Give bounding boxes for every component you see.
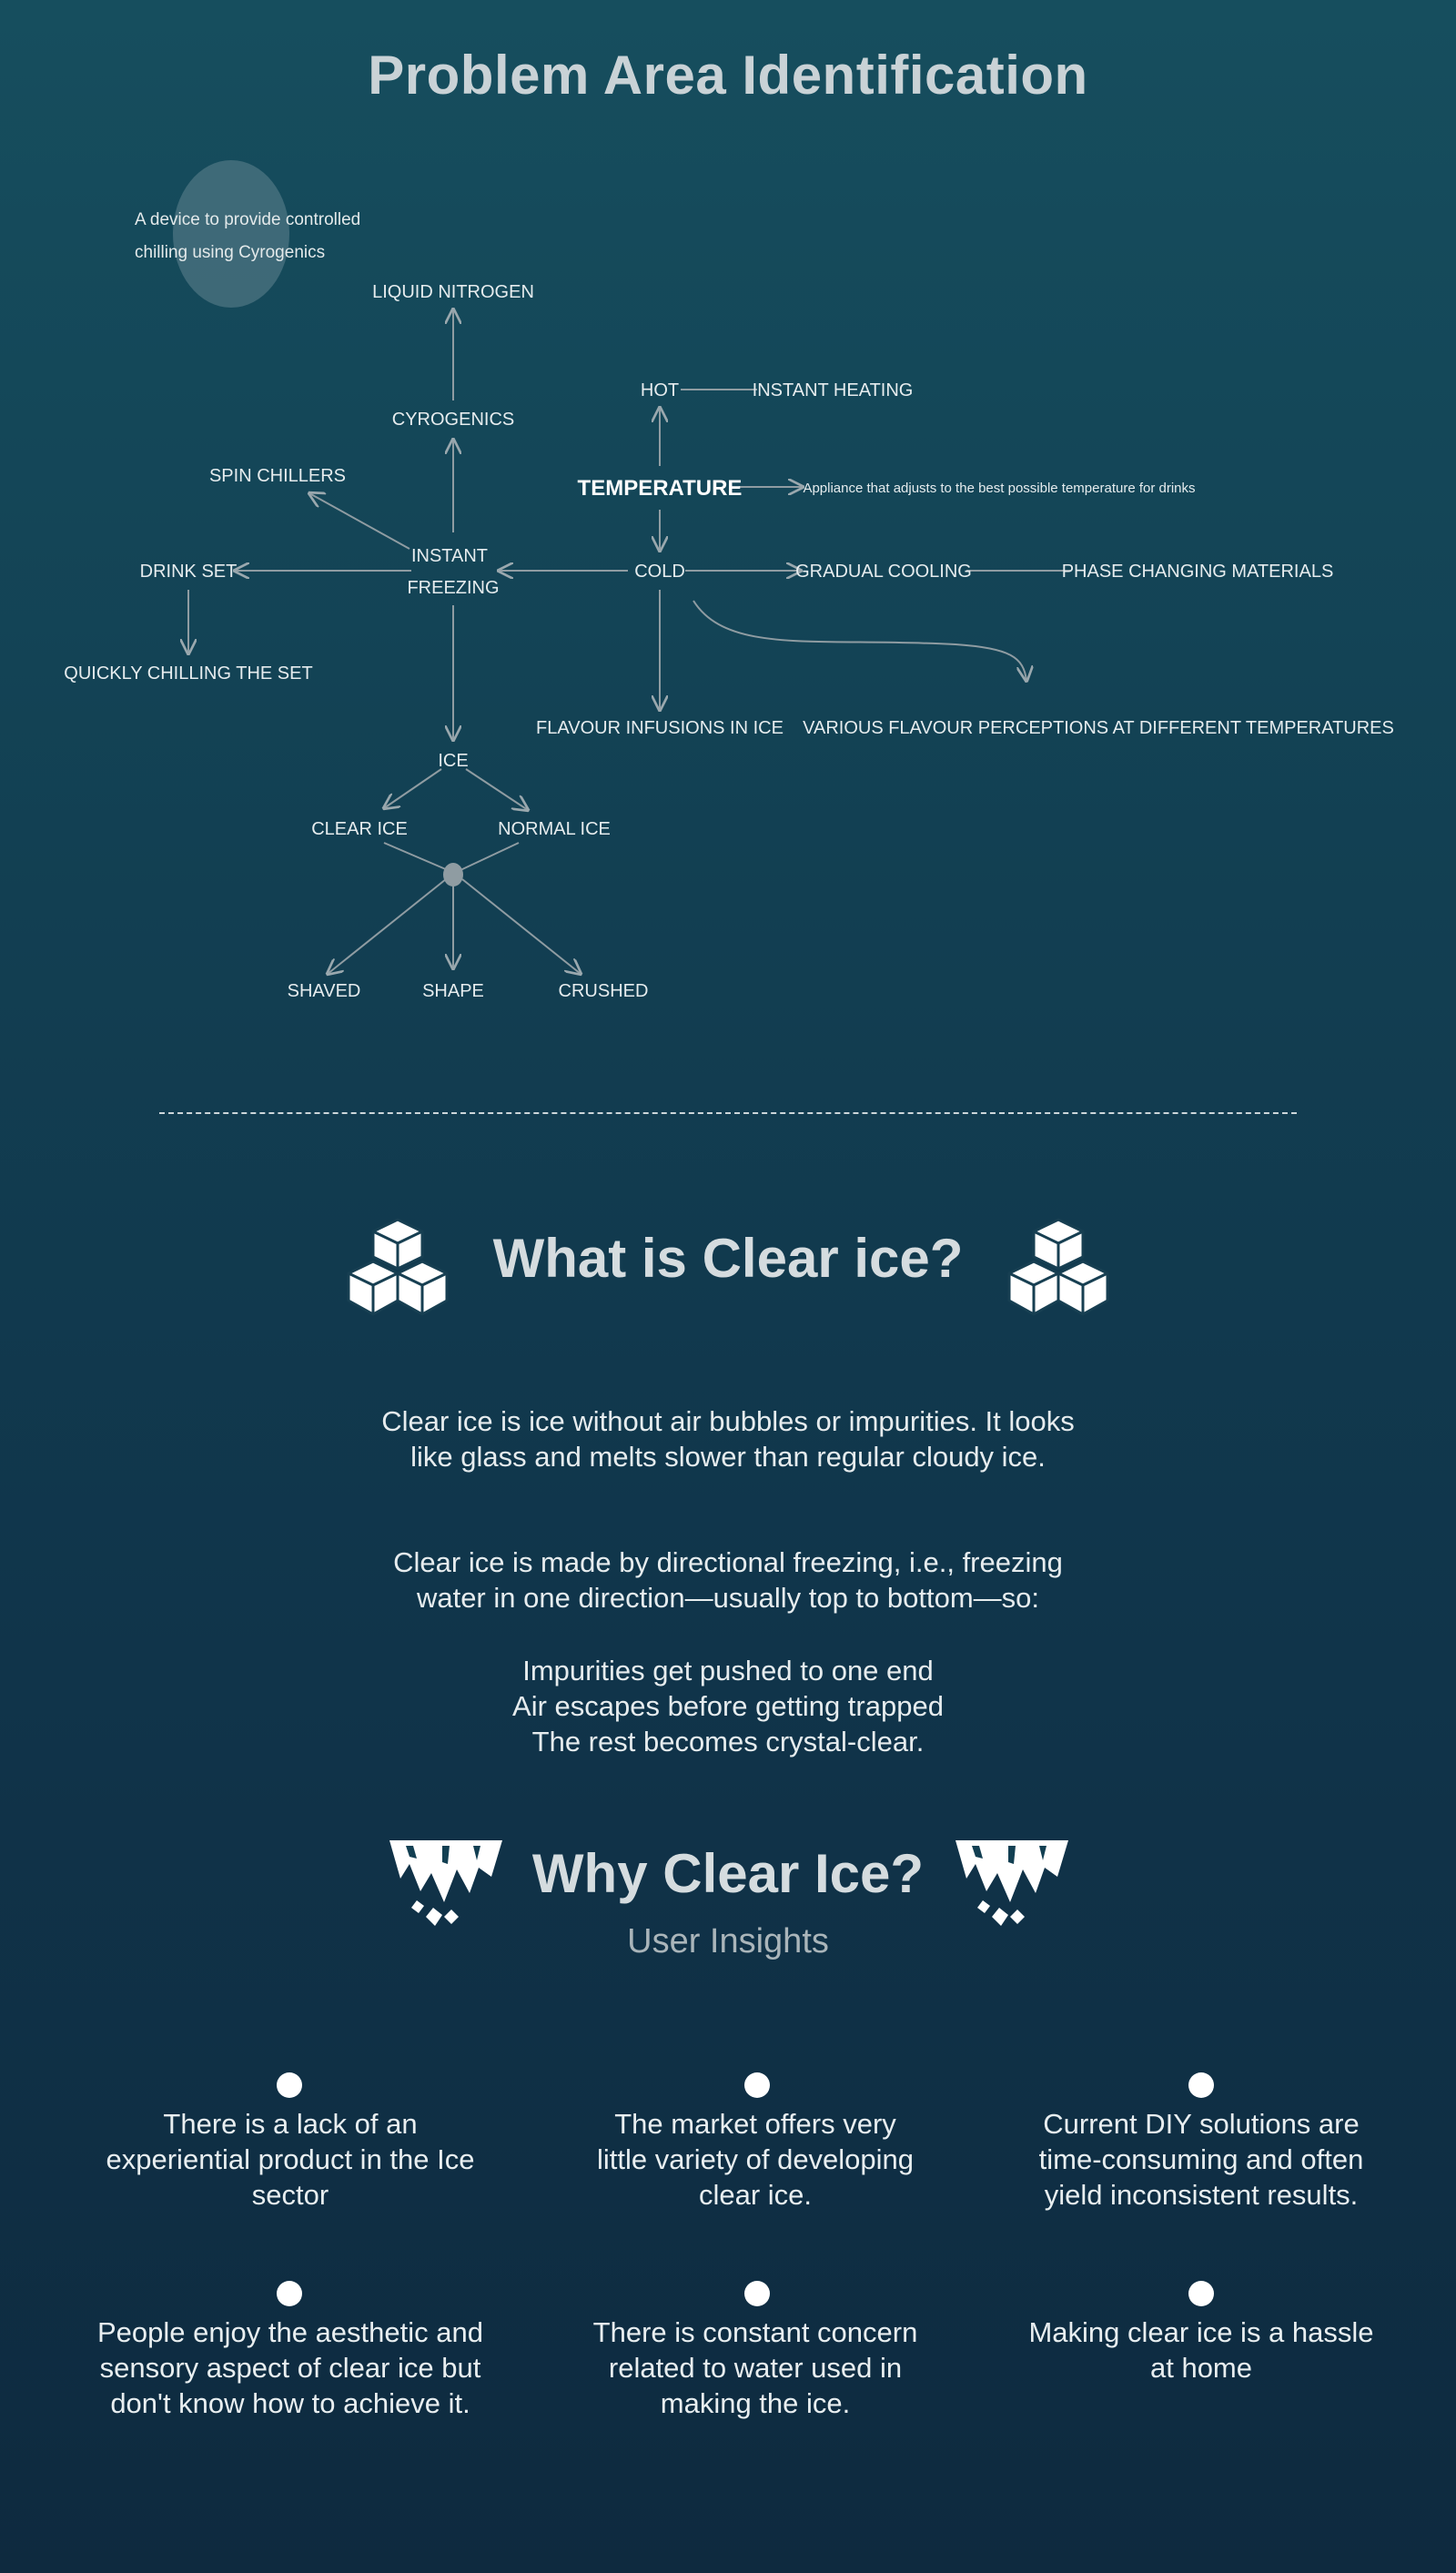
ice-cubes-icon xyxy=(347,1218,449,1316)
node-hot: HOT xyxy=(641,380,679,400)
node-liquid-nitrogen: LIQUID NITROGEN xyxy=(372,282,534,302)
why-subtitle: User Insights xyxy=(627,1922,829,1960)
why-title: Why Clear Ice? xyxy=(531,1843,925,1904)
icicle-icon xyxy=(389,1840,502,1926)
node-normal-ice: NORMAL ICE xyxy=(498,819,611,839)
ice-cubes-icon xyxy=(1007,1218,1109,1316)
section-divider xyxy=(159,1112,1297,1114)
node-phase-changing: PHASE CHANGING MATERIALS xyxy=(1062,562,1334,582)
insight-item: The market offers very little variety of… xyxy=(596,2108,915,2211)
insight-bullet xyxy=(277,2072,302,2098)
clear-ice-method: Clear ice is made by directional freezin… xyxy=(393,1546,1063,1614)
node-ice: ICE xyxy=(438,751,468,771)
edge-ice-normal xyxy=(465,768,528,810)
node-various-flavour: VARIOUS FLAVOUR PERCEPTIONS AT DIFFERENT… xyxy=(803,718,1394,738)
ice-hub-dot xyxy=(443,863,463,886)
point-item: Air escapes before getting trapped xyxy=(512,1690,944,1722)
node-temperature: TEMPERATURE xyxy=(578,476,743,501)
node-flavour-infusions: FLAVOUR INFUSIONS IN ICE xyxy=(536,718,784,738)
node-appliance: Appliance that adjusts to the best possi… xyxy=(803,481,1195,496)
edge-clear-hub xyxy=(383,842,449,871)
edge-normal-hub xyxy=(460,842,520,871)
node-cyrogenics: CYROGENICS xyxy=(392,410,514,430)
node-gradual-cooling: GRADUAL COOLING xyxy=(795,562,972,582)
clear-ice-points: Impurities get pushed to one end Air esc… xyxy=(0,1653,1456,1759)
node-clear-ice: CLEAR ICE xyxy=(311,819,408,839)
edge-hub-crushed xyxy=(461,878,581,974)
node-shape: SHAPE xyxy=(422,981,484,1001)
page-title: Problem Area Identification xyxy=(368,45,1088,106)
mind-map: LIQUID NITROGEN CYROGENICS SPIN CHILLERS… xyxy=(64,282,1394,1001)
insight-bullet xyxy=(744,2281,770,2306)
edge-instant-spin xyxy=(309,493,410,550)
insight-item: Current DIY solutions are time-consuming… xyxy=(1038,2108,1364,2211)
node-cold: COLD xyxy=(634,562,685,582)
insight-item: There is a lack of an experiential produ… xyxy=(106,2108,475,2211)
insight-bullet xyxy=(1188,2281,1214,2306)
clear-ice-definition: Clear ice is ice without air bubbles or … xyxy=(381,1405,1075,1473)
device-note: A device to provide controlled chilling … xyxy=(135,210,361,262)
node-instant: INSTANT xyxy=(411,546,488,566)
edge-cold-various xyxy=(693,600,1026,681)
insight-item: People enjoy the aesthetic and sensory a… xyxy=(97,2316,483,2419)
node-drink-set: DRINK SET xyxy=(140,562,238,582)
point-item: The rest becomes crystal-clear. xyxy=(531,1726,925,1758)
edge-hub-shaved xyxy=(328,878,447,974)
node-quickly-chilling: QUICKLY CHILLING THE SET xyxy=(64,664,312,684)
node-crushed: CRUSHED xyxy=(559,981,649,1001)
insight-bullet xyxy=(277,2281,302,2306)
node-instant-heating: INSTANT HEATING xyxy=(753,380,914,400)
insight-bullet xyxy=(744,2072,770,2098)
point-item: Impurities get pushed to one end xyxy=(522,1655,934,1687)
insight-bullet xyxy=(1188,2072,1214,2098)
what-title: What is Clear ice? xyxy=(492,1228,964,1289)
insight-item: There is constant concern related to wat… xyxy=(592,2316,918,2419)
insight-item: Making clear ice is a hassle at home xyxy=(1028,2316,1374,2384)
node-freezing: FREEZING xyxy=(407,578,499,598)
note-bubble xyxy=(173,160,289,308)
icicle-icon xyxy=(956,1840,1068,1926)
edge-ice-clear xyxy=(384,768,442,808)
node-shaved: SHAVED xyxy=(288,981,361,1001)
node-spin-chillers: SPIN CHILLERS xyxy=(209,466,346,486)
